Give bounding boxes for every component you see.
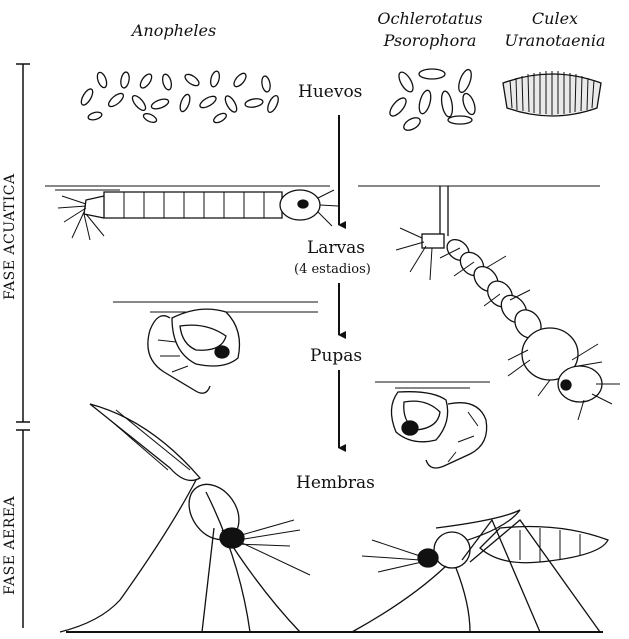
genus-label-psorophora: Psorophora: [360, 30, 500, 51]
stage-label-pupae: Pupas: [310, 346, 362, 366]
anopheles-eggs: [79, 70, 280, 124]
stage-label-larvae: Larvas: [307, 238, 365, 258]
stage-label-eggs: Huevos: [298, 82, 362, 102]
anopheles-pupa: [113, 302, 318, 393]
genus-label-anopheles: Anopheles: [118, 20, 230, 41]
ochlerotatus-eggs: [387, 68, 477, 133]
aerial-phase-bracket: [16, 430, 30, 628]
culex-pupa: [375, 382, 490, 468]
stage-label-females: Hembras: [296, 473, 375, 493]
phase-label-aerial: FASE AEREA: [2, 496, 18, 595]
genus-label-culex: Culex: [505, 8, 605, 29]
culex-egg-raft: [503, 71, 601, 116]
culex-larva: [358, 186, 620, 420]
aquatic-phase-bracket: [16, 64, 30, 422]
anopheles-adult-female: [60, 404, 310, 632]
phase-label-aquatic: FASE ACUATICA: [2, 173, 18, 300]
stage-label-larvae-note: (4 estadios): [294, 262, 371, 277]
culex-adult-female: [352, 510, 608, 632]
anopheles-larva: [45, 186, 338, 240]
genus-label-ochlerotatus: Ochlerotatus: [360, 8, 500, 29]
genus-label-uranotaenia: Uranotaenia: [485, 30, 625, 51]
